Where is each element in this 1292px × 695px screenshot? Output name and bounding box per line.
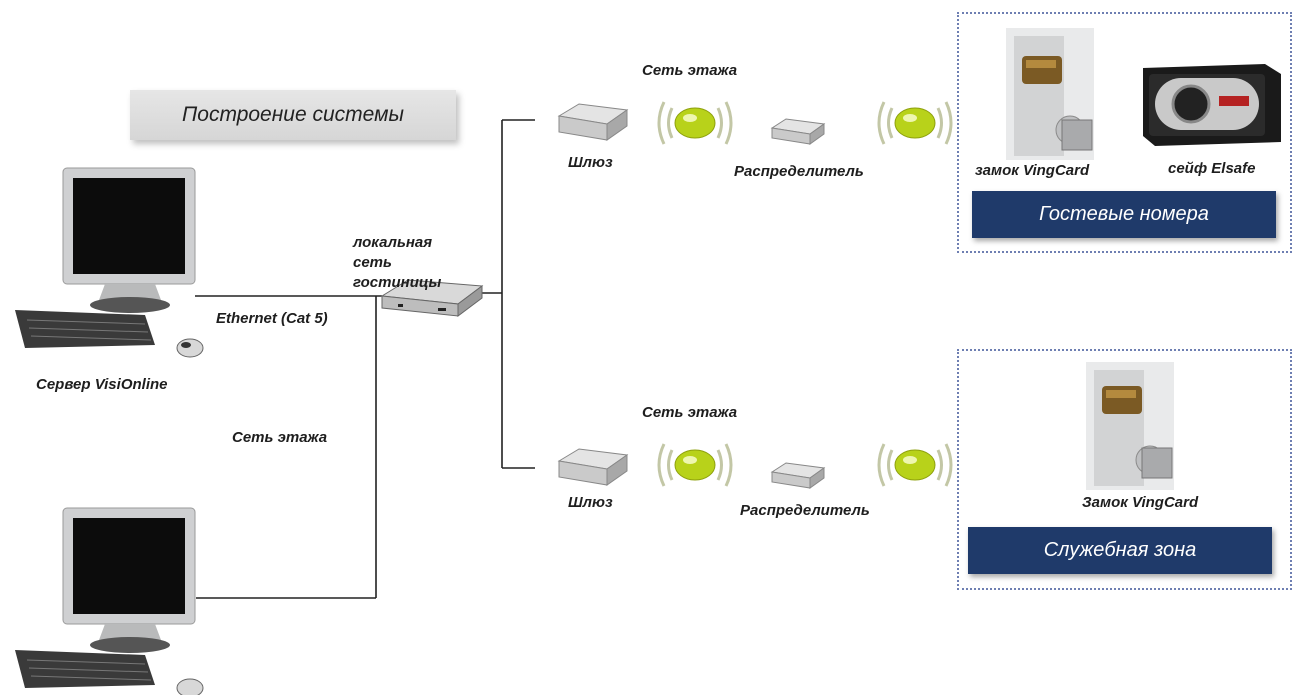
guest-rooms-banner: Гостевые номера — [972, 191, 1276, 238]
gateway-bottom-label: Шлюз — [568, 494, 613, 511]
distributor-bottom-icon — [770, 462, 826, 489]
page-title: Построение системы — [130, 90, 456, 140]
wireless-led-icon — [877, 443, 953, 487]
wireless-led-icon — [877, 101, 953, 145]
ethernet-label: Ethernet (Cat 5) — [216, 310, 328, 327]
network-switch-icon — [380, 279, 484, 317]
workstation-computer-icon — [15, 507, 204, 695]
service-lock-label: Замок VingCard — [1082, 494, 1199, 511]
floor-network-top-label: Сеть этажа — [642, 62, 738, 79]
floor-network-label: Сеть этажа — [232, 429, 328, 446]
gateway-top-label: Шлюз — [568, 154, 613, 171]
distributor-top-label: Распределитель — [734, 163, 864, 180]
vingcard-lock-icon — [1006, 28, 1094, 160]
safe-label: сейф Elsafe — [1168, 160, 1256, 177]
wireless-led-icon — [657, 443, 733, 487]
floor-network-bottom-label: Сеть этажа — [642, 404, 738, 421]
gateway-top-icon — [557, 103, 629, 141]
server-computer-icon — [15, 167, 204, 358]
guest-lock-label: замок VingCard — [975, 162, 1090, 179]
hotel-lan-label: локальная сеть гостиницы — [353, 234, 442, 291]
gateway-bottom-icon — [557, 448, 629, 486]
service-zone-box — [957, 349, 1292, 590]
service-zone-banner: Служебная зона — [968, 527, 1272, 574]
guest-rooms-zone — [957, 12, 1292, 253]
elsafe-safe-icon — [1143, 64, 1281, 146]
vingcard-lock-icon — [1086, 362, 1174, 490]
distributor-top-icon — [770, 118, 826, 145]
server-label: Сервер VisiOnline — [36, 376, 168, 393]
distributor-bottom-label: Распределитель — [740, 502, 870, 519]
wireless-led-icon — [657, 101, 733, 145]
